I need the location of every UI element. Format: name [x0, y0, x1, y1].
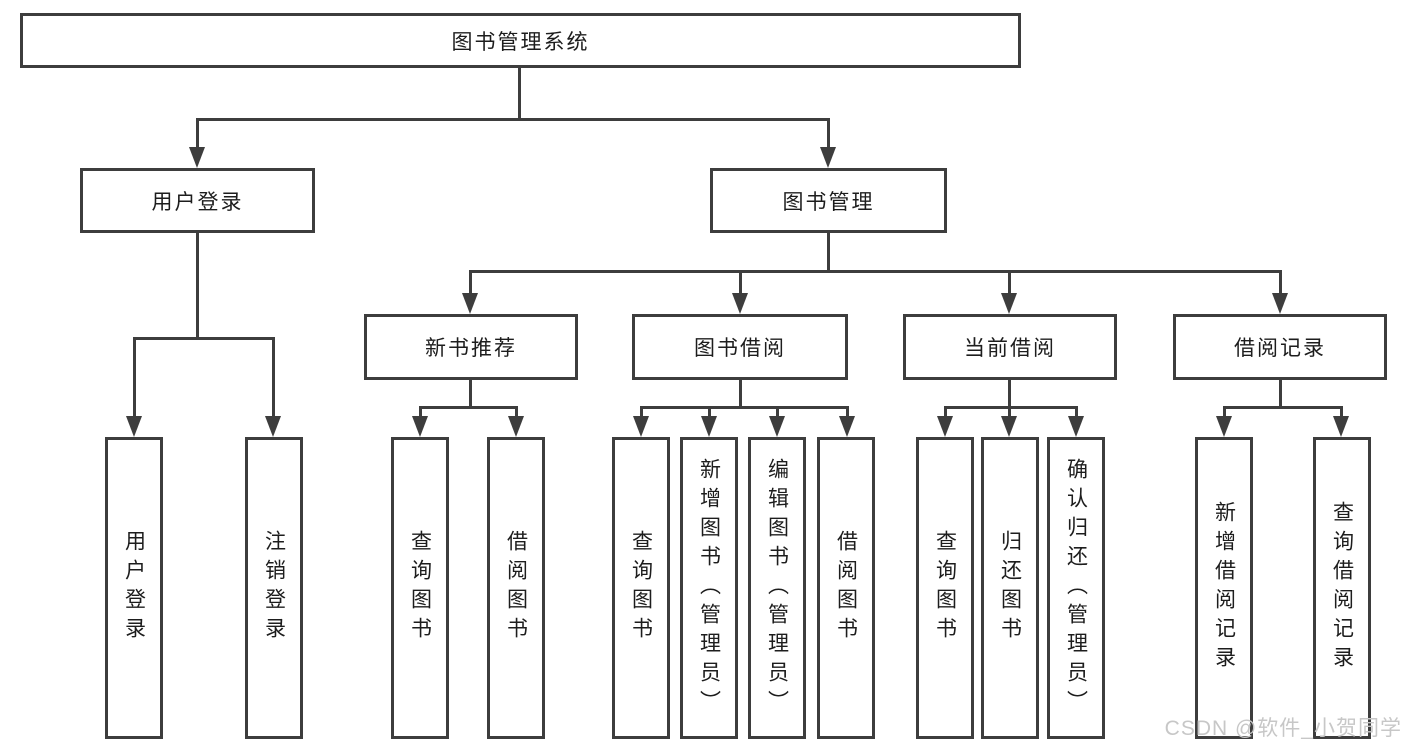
connector-line	[640, 406, 643, 416]
connector-line	[776, 406, 779, 416]
leaf-borrow-books-b: 借阅图书	[817, 437, 875, 739]
node-label: 图书管理	[782, 190, 875, 214]
arrow-down-icon	[1001, 416, 1017, 437]
node-label: 图书管理系统	[451, 30, 590, 54]
arrow-down-icon	[1216, 416, 1232, 437]
node-label: 用户登录	[151, 190, 244, 214]
connector-line	[1008, 380, 1011, 407]
connector-line	[1075, 406, 1078, 416]
node-label: 借阅图书	[834, 530, 858, 646]
node-label: 图书借阅	[694, 337, 786, 360]
connector-line	[827, 118, 830, 148]
connector-line	[739, 270, 742, 294]
connector-line	[846, 406, 849, 416]
connector-line	[944, 406, 947, 416]
node-label: 新增图书（管理员）	[697, 457, 721, 719]
csdn-watermark: CSDN @软件_小贺同学	[1164, 717, 1402, 740]
arrow-down-icon	[732, 293, 748, 314]
leaf-add-borrow-record: 新增借阅记录	[1195, 437, 1253, 739]
arrow-down-icon	[1272, 293, 1288, 314]
connector-line	[1008, 270, 1011, 294]
node-library-management-system: 图书管理系统	[20, 13, 1021, 68]
node-label: 注销登录	[262, 530, 286, 646]
arrow-down-icon	[633, 416, 649, 437]
connector-line	[469, 270, 472, 294]
node-label: 编辑图书（管理员）	[765, 457, 789, 719]
connector-line	[419, 406, 518, 409]
leaf-query-books-b: 查询图书	[612, 437, 670, 739]
leaf-query-books-c: 查询图书	[916, 437, 974, 739]
connector-line	[469, 270, 1282, 273]
arrow-down-icon	[937, 416, 953, 437]
connector-line	[1279, 380, 1282, 407]
connector-line	[640, 406, 849, 409]
connector-line	[133, 337, 275, 340]
node-label: 查询借阅记录	[1330, 501, 1354, 675]
node-label: 查询图书	[629, 530, 653, 646]
arrow-down-icon	[769, 416, 785, 437]
arrow-down-icon	[412, 416, 428, 437]
node-book-borrowing: 图书借阅	[632, 314, 848, 380]
connector-line	[133, 337, 136, 416]
connector-line	[196, 118, 199, 148]
node-label: 借阅图书	[504, 530, 528, 646]
connector-line	[1279, 270, 1282, 294]
connector-line	[272, 337, 275, 416]
node-label: 确认归还（管理员）	[1064, 457, 1088, 719]
connector-line	[518, 68, 521, 118]
node-label: 借阅记录	[1234, 337, 1326, 360]
node-label: 查询图书	[933, 530, 957, 646]
leaf-borrow-books-a: 借阅图书	[487, 437, 545, 739]
node-label: 新增借阅记录	[1212, 501, 1236, 675]
node-current-borrowing: 当前借阅	[903, 314, 1117, 380]
connector-line	[196, 233, 199, 337]
arrow-down-icon	[701, 416, 717, 437]
connector-line	[419, 406, 422, 416]
leaf-query-books-a: 查询图书	[391, 437, 449, 739]
leaf-user-login: 用户登录	[105, 437, 163, 739]
node-label: 新书推荐	[425, 337, 517, 360]
leaf-edit-books: 编辑图书（管理员）	[748, 437, 806, 739]
arrow-down-icon	[1333, 416, 1349, 437]
arrow-down-icon	[820, 147, 836, 168]
arrow-down-icon	[1001, 293, 1017, 314]
arrow-down-icon	[126, 416, 142, 437]
node-user-login: 用户登录	[80, 168, 315, 233]
arrow-down-icon	[462, 293, 478, 314]
connector-line	[515, 406, 518, 416]
arrow-down-icon	[1068, 416, 1084, 437]
connector-line	[196, 118, 830, 121]
leaf-add-books: 新增图书（管理员）	[680, 437, 738, 739]
leaf-query-borrow-record: 查询借阅记录	[1313, 437, 1371, 739]
connector-line	[944, 406, 1078, 409]
arrow-down-icon	[839, 416, 855, 437]
arrow-down-icon	[265, 416, 281, 437]
leaf-confirm-return: 确认归还（管理员）	[1047, 437, 1105, 739]
connector-line	[827, 233, 830, 272]
node-label: 归还图书	[998, 530, 1022, 646]
node-book-management: 图书管理	[710, 168, 947, 233]
connector-line	[1008, 406, 1011, 416]
node-label: 当前借阅	[964, 337, 1056, 360]
node-label: 用户登录	[122, 530, 146, 646]
leaf-logout: 注销登录	[245, 437, 303, 739]
arrow-down-icon	[189, 147, 205, 168]
node-new-book-recommend: 新书推荐	[364, 314, 578, 380]
connector-line	[1223, 406, 1226, 416]
leaf-return-books: 归还图书	[981, 437, 1039, 739]
connector-line	[1223, 406, 1343, 409]
node-borrowing-records: 借阅记录	[1173, 314, 1387, 380]
connector-line	[469, 380, 472, 407]
node-label: 查询图书	[408, 530, 432, 646]
connector-line	[739, 380, 742, 407]
arrow-down-icon	[508, 416, 524, 437]
connector-line	[1340, 406, 1343, 416]
connector-line	[708, 406, 711, 416]
